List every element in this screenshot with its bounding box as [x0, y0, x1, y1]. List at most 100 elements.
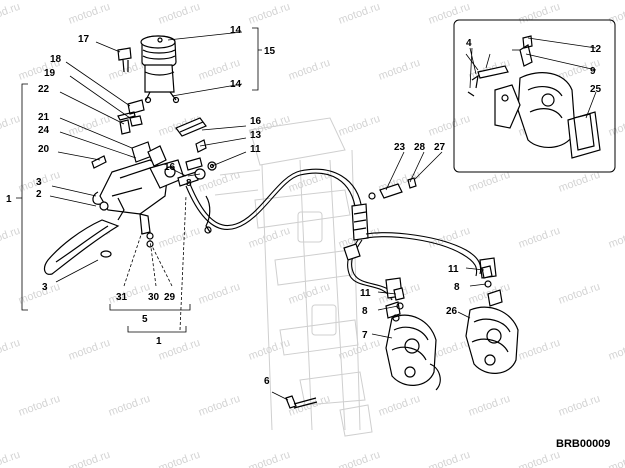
watermark-text: motod.ru	[377, 393, 422, 419]
watermark-text: motod.ru	[557, 169, 602, 195]
watermark-text: motod.ru	[17, 393, 62, 419]
watermark-text: motod.ru	[517, 337, 562, 363]
inset-caliper	[467, 35, 601, 159]
label-7: 7	[362, 330, 368, 341]
label-20: 20	[38, 144, 50, 155]
inset-frame	[453, 19, 616, 173]
watermark-text: motod.ru	[377, 57, 422, 83]
watermark-text: motod.ru	[0, 225, 22, 251]
watermark-text: motod.ru	[427, 449, 472, 468]
watermark-text: motod.ru	[427, 1, 472, 27]
label-16b: 16	[164, 162, 176, 173]
mc-banjo	[177, 157, 217, 234]
watermark-text: motod.ru	[197, 393, 242, 419]
watermark-text: motod.ru	[557, 281, 602, 307]
label-3b: 3	[42, 282, 48, 293]
watermark-text: motod.ru	[0, 449, 22, 468]
label-19: 19	[44, 68, 56, 79]
watermark-text: motod.ru	[337, 337, 382, 363]
watermark-text: motod.ru	[247, 449, 292, 468]
label-3a: 3	[36, 177, 42, 188]
leader-lines	[49, 31, 597, 401]
label-16a: 16	[250, 116, 262, 127]
label-27: 27	[434, 142, 446, 153]
label-21: 21	[38, 112, 50, 123]
watermark-text: motod.ru	[197, 281, 242, 307]
label-5: 5	[142, 314, 148, 325]
caliper-left	[385, 301, 441, 391]
watermark-text: motod.ru	[337, 1, 382, 27]
watermark-text: motod.ru	[287, 281, 332, 307]
label-30: 30	[148, 292, 160, 303]
watermark-text: motod.ru	[607, 113, 625, 139]
fittings-18-19	[117, 99, 145, 135]
brake-hoses	[185, 168, 497, 301]
watermark-text: motod.ru	[67, 113, 112, 139]
bolt-6	[285, 395, 318, 409]
watermark-text: motod.ru	[0, 1, 22, 27]
label-18: 18	[50, 54, 62, 65]
watermark-text: motod.ru	[247, 1, 292, 27]
label-1a: 1	[6, 194, 12, 205]
watermark-text: motod.ru	[0, 337, 22, 363]
watermark-text: motod.ru	[517, 225, 562, 251]
frame-outline	[214, 117, 373, 437]
callout-labels: 14 15 14 17 18 19 22 21 24 20 3 2 1 3 31…	[6, 25, 610, 450]
reservoir-hose	[175, 117, 207, 153]
watermark-text: motod.ru	[157, 449, 202, 468]
label-8b: 8	[454, 282, 460, 293]
label-1b: 1	[156, 336, 162, 347]
fittings-23-28-27	[368, 177, 417, 200]
watermark-text: motod.ru	[607, 449, 625, 468]
reservoir	[140, 35, 180, 104]
watermark-text: motod.ru	[337, 449, 382, 468]
watermark-text: motod.ru	[287, 169, 332, 195]
label-4: 4	[466, 38, 472, 49]
watermark-text: motod.ru	[287, 57, 332, 83]
label-31: 31	[116, 292, 128, 303]
watermark-text: motod.ru	[67, 337, 112, 363]
label-14b: 14	[230, 79, 242, 90]
watermark-text: motod.ru	[0, 113, 22, 139]
watermark-text: motod.ru	[157, 1, 202, 27]
caliper-right	[465, 289, 519, 374]
watermark-text: motod.ru	[337, 113, 382, 139]
label-8a: 8	[186, 178, 192, 189]
label-28: 28	[414, 142, 426, 153]
label-24: 24	[38, 125, 50, 136]
watermark-text: motod.ru	[247, 225, 292, 251]
watermark-text: motod.ru	[17, 281, 62, 307]
watermark-text: motod.ru	[157, 337, 202, 363]
label-23: 23	[394, 142, 406, 153]
watermark-text: motod.ru	[67, 449, 112, 468]
watermark-text: motod.ru	[517, 1, 562, 27]
master-cylinder	[43, 141, 185, 275]
label-6: 6	[264, 376, 270, 387]
label-15: 15	[264, 46, 276, 57]
watermark-text: motod.ru	[107, 393, 152, 419]
label-25: 25	[590, 84, 602, 95]
bolt-17	[117, 47, 132, 73]
watermark-text: motod.ru	[427, 113, 472, 139]
label-22: 22	[38, 84, 50, 95]
watermark-text: motod.ru	[157, 225, 202, 251]
label-8c: 8	[362, 306, 368, 317]
label-12: 12	[590, 44, 602, 55]
diagram-code: BRB00009	[556, 438, 610, 450]
watermark-text: motod.ru	[607, 225, 625, 251]
label-11a: 11	[250, 144, 261, 155]
label-9: 9	[590, 66, 596, 77]
brackets	[16, 27, 262, 333]
watermark-text: motod.ru	[107, 281, 152, 307]
watermark-text: motod.ru	[607, 337, 625, 363]
watermark-text: motod.ru	[427, 225, 472, 251]
watermark-text: motod.ru	[557, 393, 602, 419]
label-17: 17	[78, 34, 90, 45]
watermark-text: motod.ru	[517, 449, 562, 468]
watermark-text: motod.ru	[467, 169, 512, 195]
label-2: 2	[36, 189, 42, 200]
label-11c: 11	[360, 288, 371, 299]
label-13: 13	[250, 130, 262, 141]
